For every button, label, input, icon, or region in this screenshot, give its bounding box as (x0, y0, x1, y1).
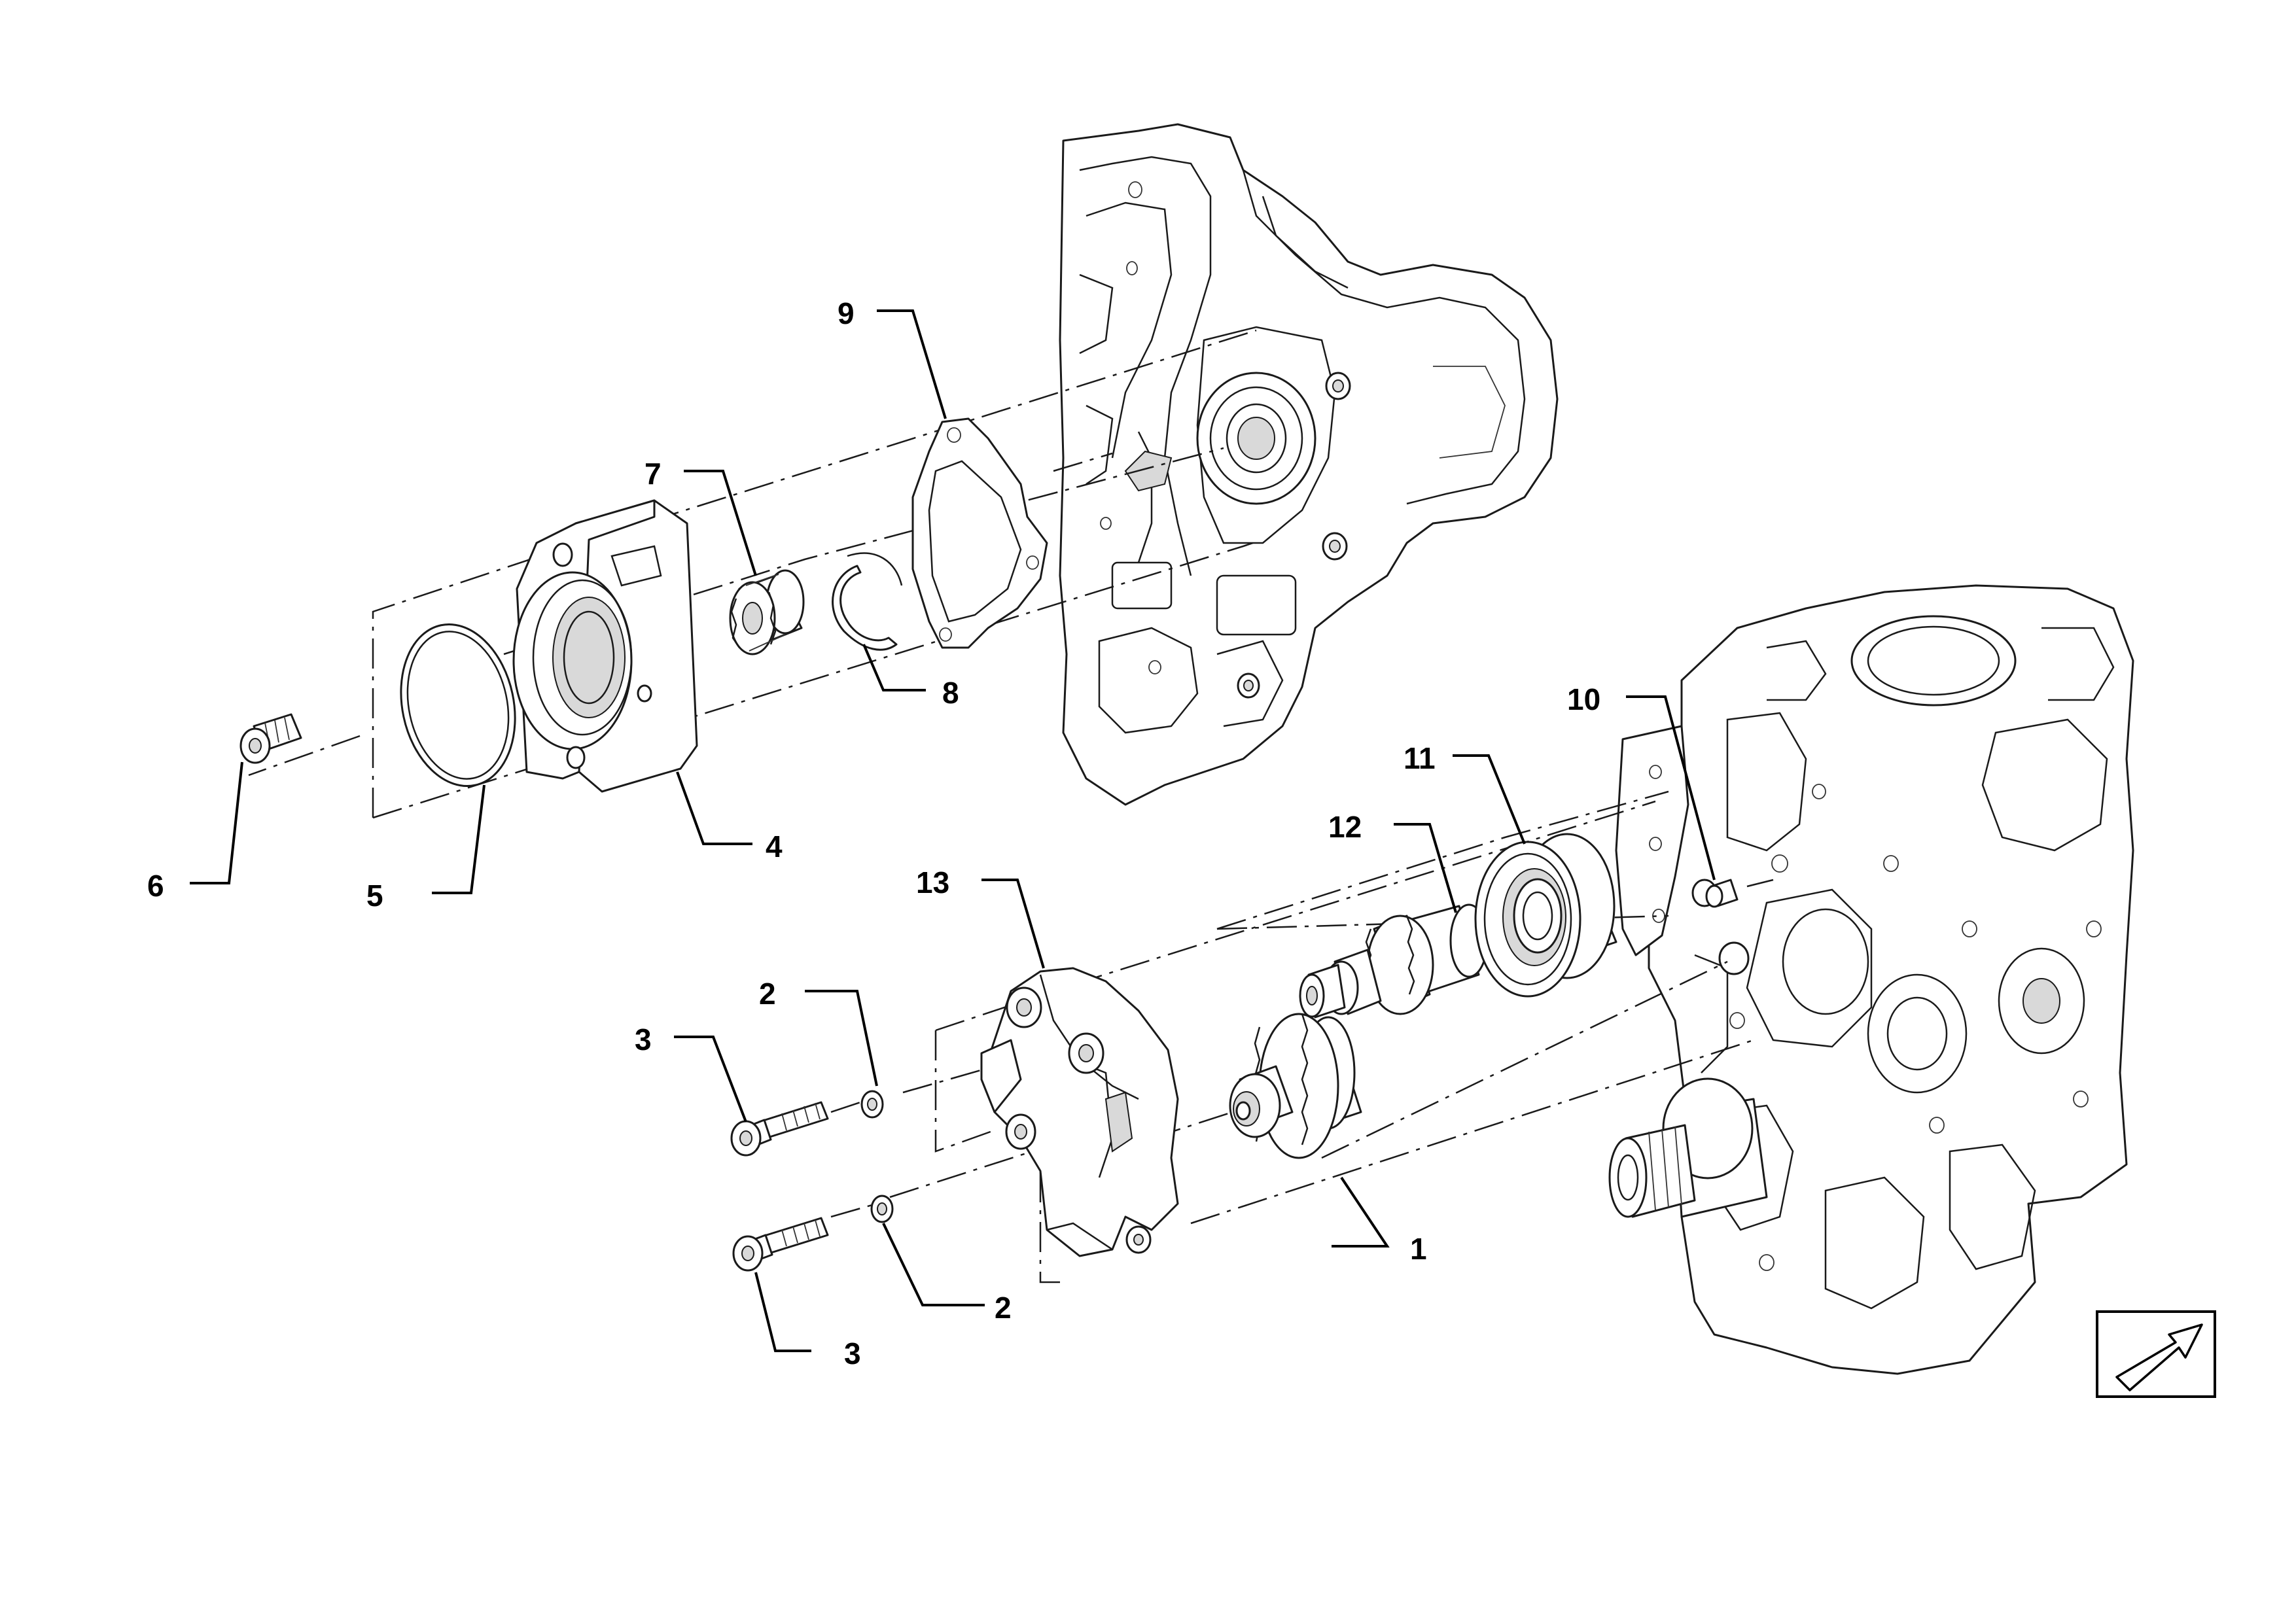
callout-labels: 1 2 2 3 3 4 5 6 7 8 9 10 11 12 13 (147, 296, 1600, 1370)
washer-2-lower (870, 1195, 894, 1223)
snap-ring-8 (832, 552, 903, 651)
callout-5: 5 (366, 879, 383, 913)
dowel-pin-10 (1705, 879, 1739, 908)
callout-3-upper: 3 (635, 1022, 652, 1056)
gasket-9 (911, 417, 1048, 649)
gear-7 (729, 569, 805, 655)
callout-6: 6 (147, 869, 164, 903)
washer-2-upper (860, 1090, 884, 1119)
callout-1: 1 (1410, 1232, 1427, 1266)
cap-screw-3-upper (730, 1101, 829, 1157)
navigation-arrow-box[interactable] (2096, 1310, 2216, 1398)
assembly-lines (248, 329, 1774, 1283)
callout-8: 8 (942, 676, 959, 710)
lower-engine-block (1608, 584, 2134, 1375)
callout-9: 9 (838, 296, 855, 330)
cap-screw-3-lower (732, 1217, 829, 1272)
adapter-plate-4 (512, 499, 698, 793)
idler-gear-1 (1229, 1013, 1362, 1159)
callout-13: 13 (916, 865, 949, 899)
screw-6 (239, 713, 302, 764)
drive-gear-12 (1299, 903, 1489, 1019)
callout-10: 10 (1567, 682, 1600, 716)
callout-12: 12 (1328, 810, 1362, 844)
callout-11: 11 (1404, 741, 1436, 775)
leader-lines (190, 309, 1716, 1352)
callout-3-lower: 3 (844, 1336, 861, 1370)
upper-engine-block (1059, 123, 1559, 806)
callout-7: 7 (645, 457, 662, 491)
bearing-11 (1474, 833, 1617, 998)
callout-2-upper: 2 (759, 977, 776, 1011)
callout-2-lower: 2 (995, 1291, 1012, 1325)
pump-housing-13 (980, 967, 1179, 1257)
arrow-up-right-icon (2115, 1323, 2203, 1391)
callout-4: 4 (766, 829, 783, 864)
o-ring-5 (400, 623, 516, 788)
